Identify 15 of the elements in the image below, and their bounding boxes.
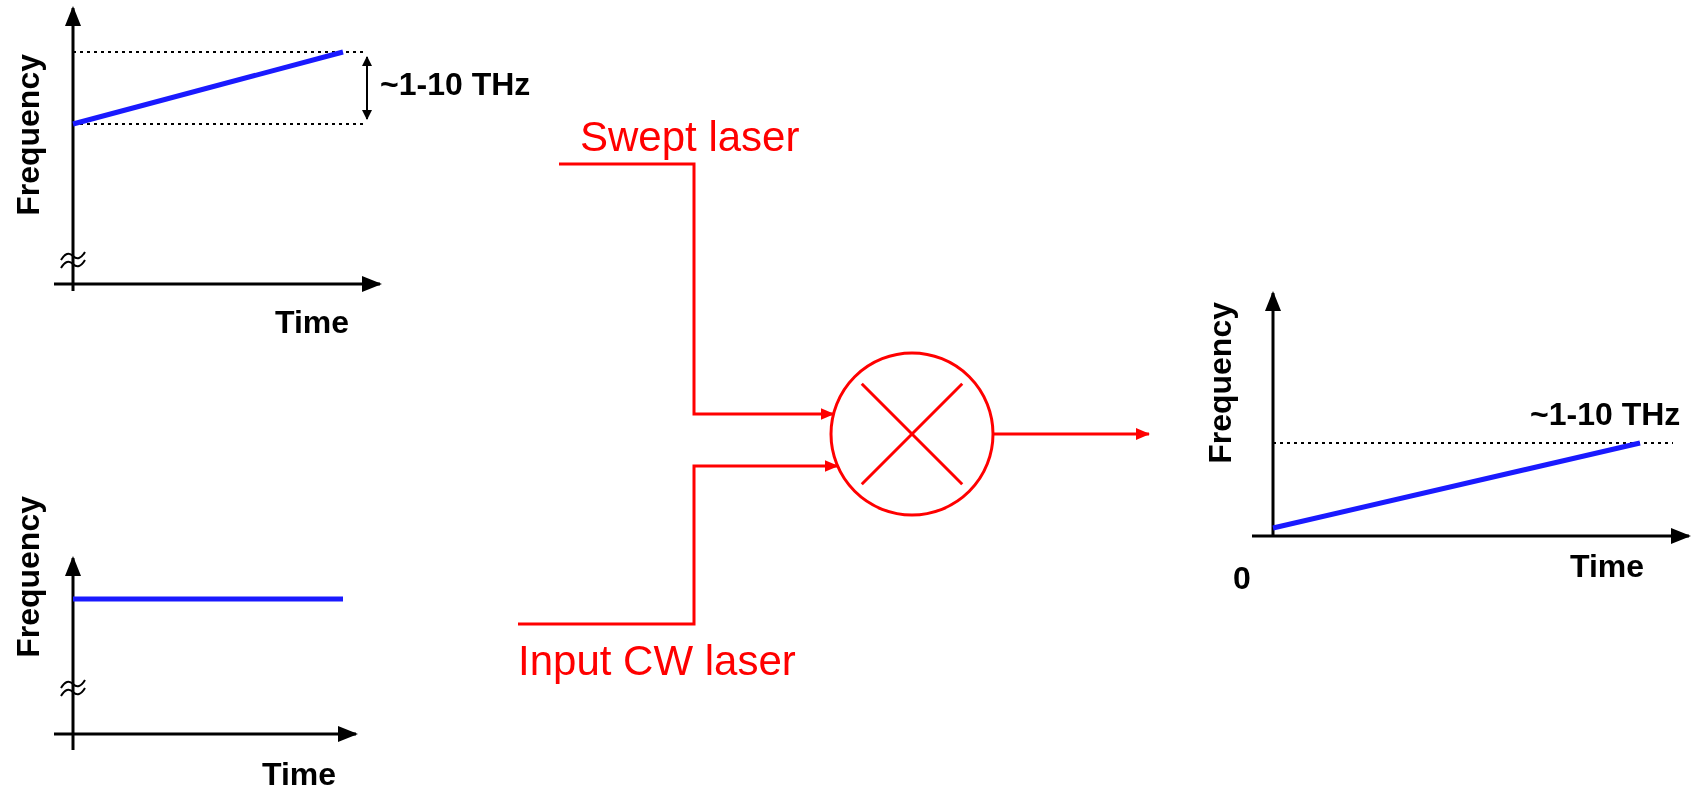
axis-label: Time [275, 306, 350, 338]
value-label: ~1-10 THz [1530, 398, 1681, 430]
mixer-symbol [829, 351, 995, 517]
axis-label: Time [262, 758, 337, 788]
axis-label: Time [1570, 550, 1645, 582]
arrow [559, 162, 835, 420]
value-label: ~1-10 THz [380, 68, 531, 100]
axis-label: Frequency [12, 496, 44, 658]
arrow [993, 428, 1150, 440]
laser-label: Swept laser [580, 116, 800, 158]
axis-label: Frequency [12, 54, 44, 216]
axis-label: Frequency [1204, 302, 1236, 464]
laser-label: Input CW laser [518, 640, 796, 682]
axis-label: 0 [1233, 562, 1251, 594]
arrow [518, 460, 839, 626]
